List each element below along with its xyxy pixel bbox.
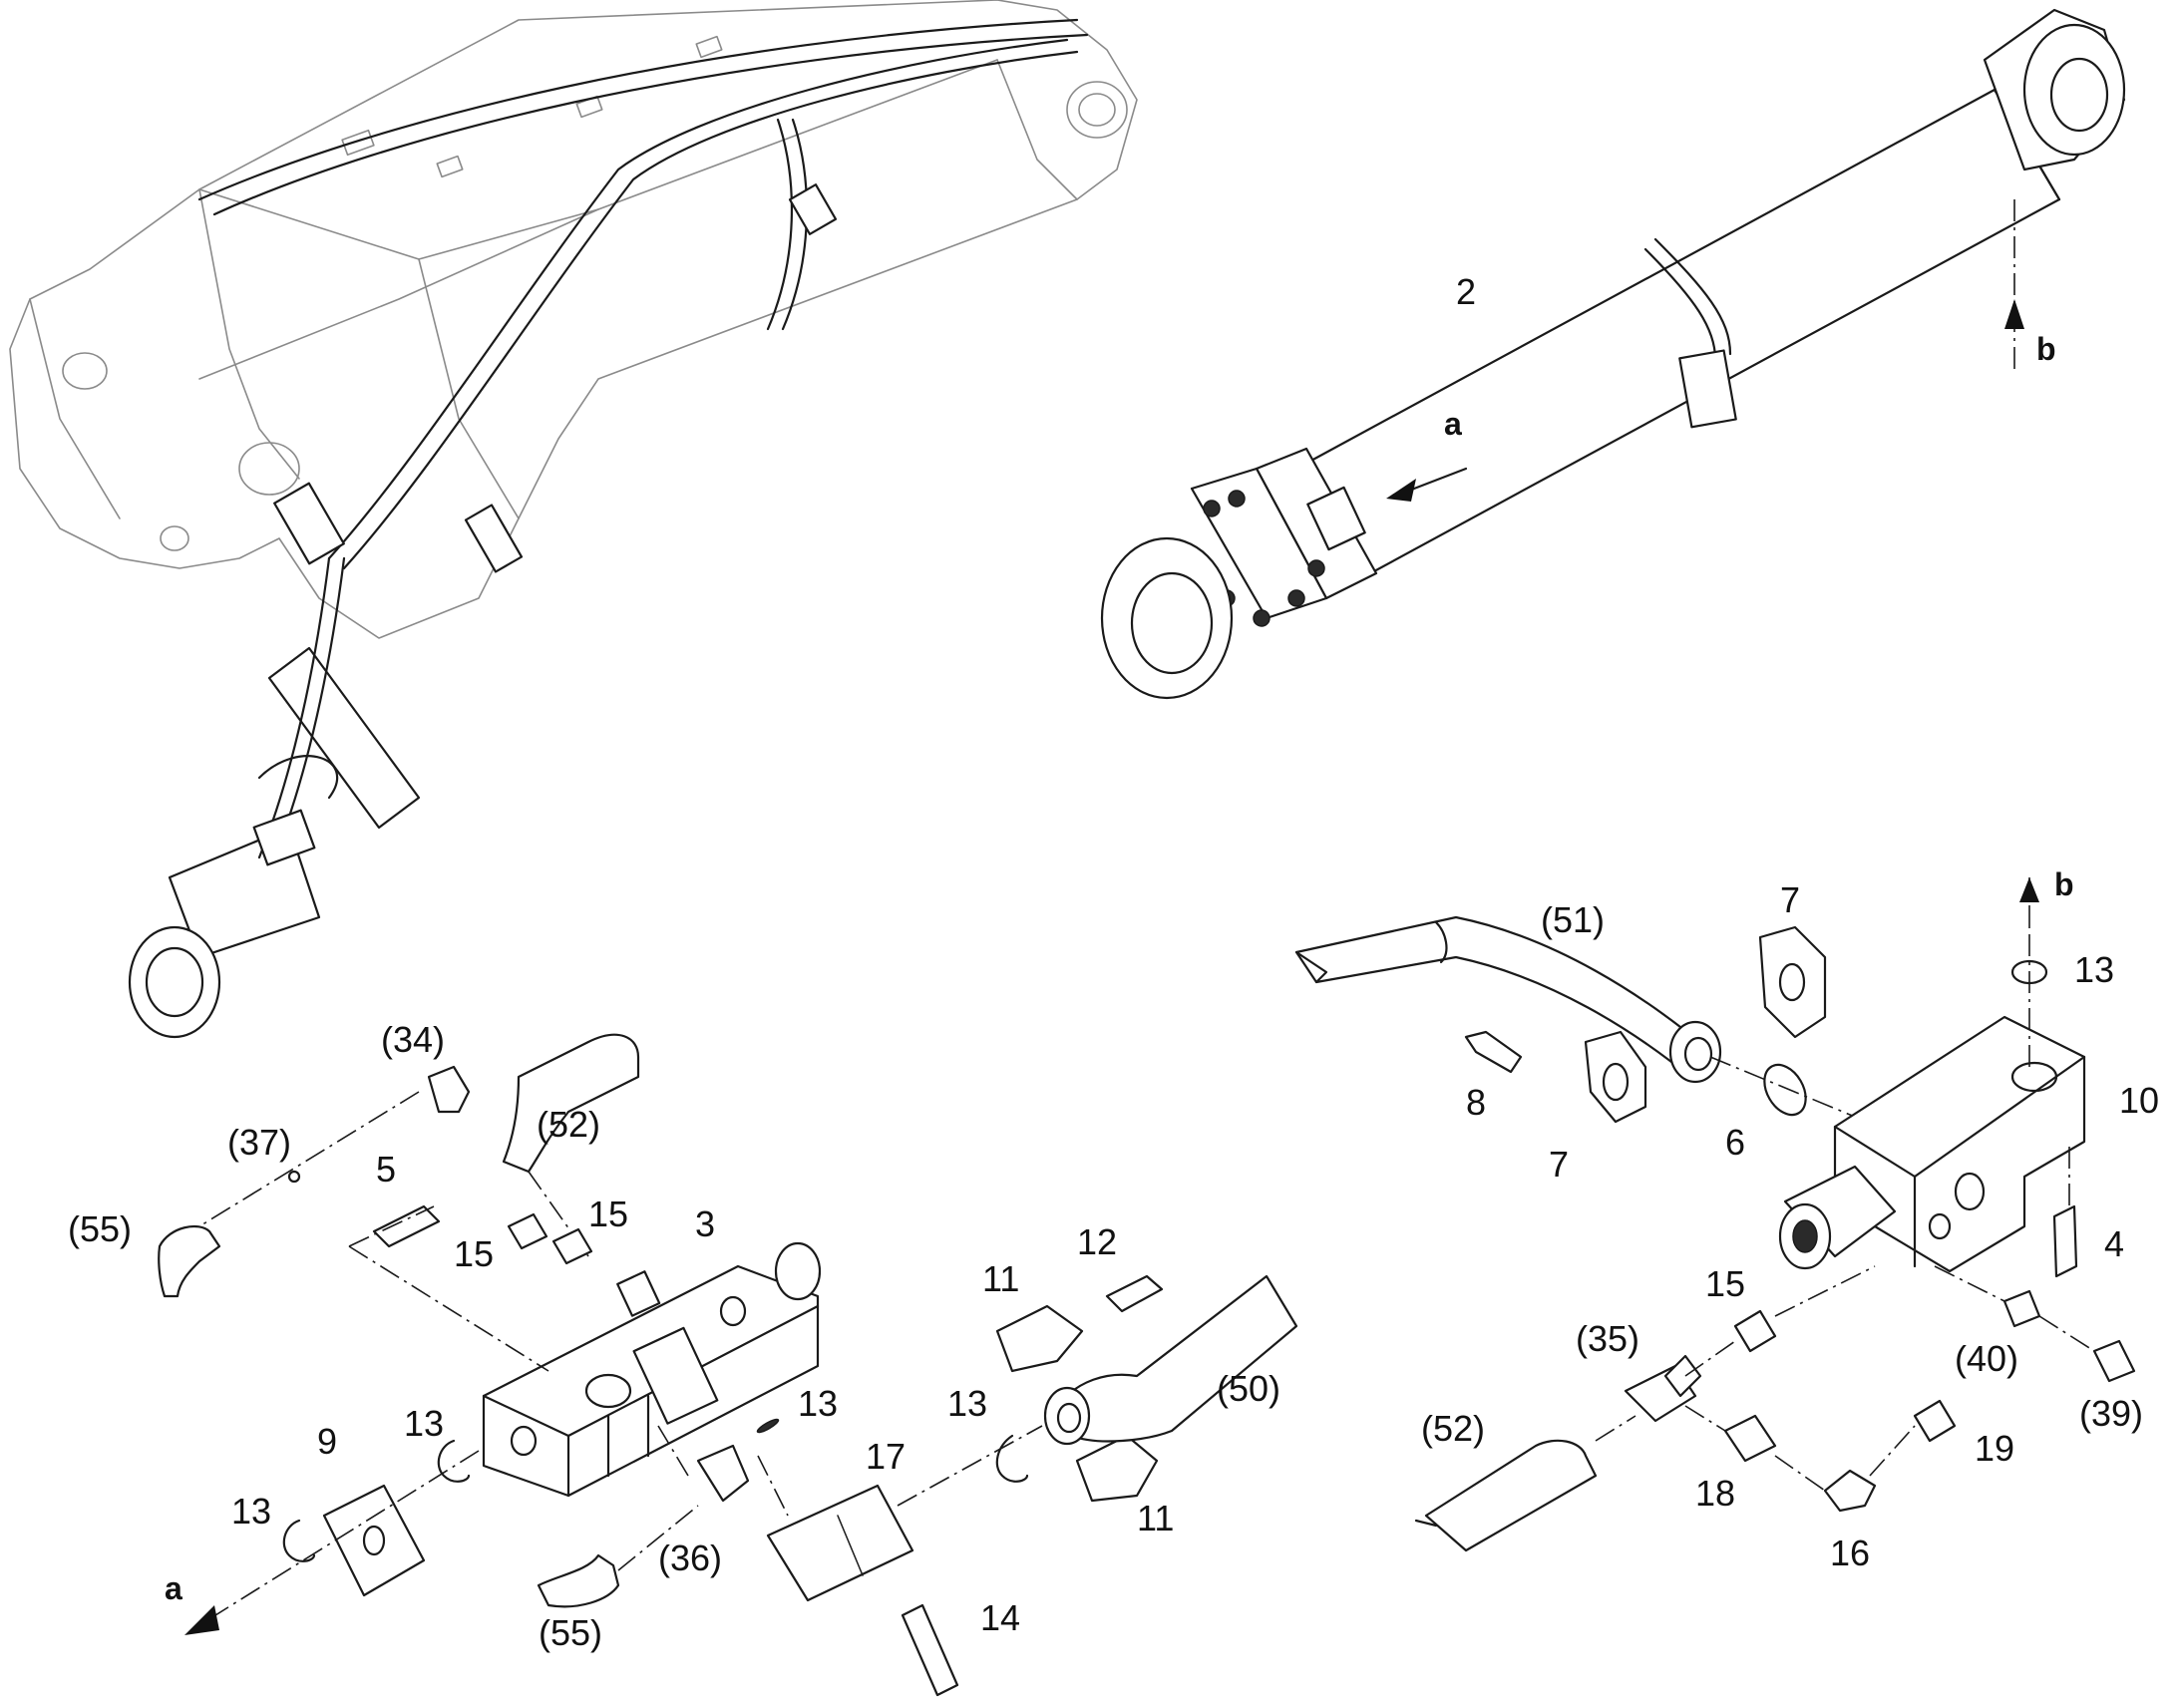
label-a-bottom: a bbox=[165, 1570, 182, 1606]
label-a-top: a bbox=[1444, 406, 1462, 442]
label-55-bottom: (55) bbox=[539, 1612, 602, 1653]
label-51: (51) bbox=[1541, 899, 1605, 940]
label-11-bottom: 11 bbox=[1137, 1498, 1174, 1538]
label-40: (40) bbox=[1955, 1338, 2018, 1379]
label-2: 2 bbox=[1456, 271, 1476, 312]
label-55-top: (55) bbox=[68, 1208, 132, 1249]
label-35: (35) bbox=[1576, 1318, 1639, 1359]
label-37: (37) bbox=[227, 1122, 291, 1163]
valve-subassembly-right bbox=[1294, 877, 2136, 1552]
label-10: 10 bbox=[2119, 1080, 2159, 1121]
label-9: 9 bbox=[317, 1421, 337, 1462]
label-6: 6 bbox=[1725, 1122, 1745, 1163]
label-50: (50) bbox=[1217, 1368, 1280, 1409]
label-52-right: (52) bbox=[1421, 1408, 1485, 1449]
hydraulic-cylinder-2 bbox=[1100, 8, 2126, 700]
label-4: 4 bbox=[2104, 1223, 2124, 1264]
label-13-far-left: 13 bbox=[231, 1491, 271, 1532]
label-12: 12 bbox=[1077, 1221, 1117, 1262]
boom-assembly-drawing bbox=[9, 0, 1138, 1039]
label-36: (36) bbox=[658, 1537, 722, 1578]
label-13-right: 13 bbox=[2074, 949, 2114, 990]
label-b-top: b bbox=[2036, 331, 2056, 367]
label-15-left-a: 15 bbox=[454, 1233, 494, 1274]
label-7a: 7 bbox=[1780, 879, 1800, 920]
label-18: 18 bbox=[1695, 1473, 1735, 1514]
label-39: (39) bbox=[2079, 1393, 2143, 1434]
label-15-right: 15 bbox=[1705, 1263, 1745, 1304]
label-7b: 7 bbox=[1549, 1144, 1569, 1185]
valve-subassembly-left bbox=[158, 1033, 1298, 1697]
label-34: (34) bbox=[381, 1019, 445, 1060]
label-13-mid: 13 bbox=[947, 1383, 987, 1424]
label-19: 19 bbox=[1975, 1428, 2014, 1469]
label-11-top: 11 bbox=[982, 1258, 1019, 1299]
label-8: 8 bbox=[1466, 1082, 1486, 1123]
label-15-left-b: 15 bbox=[588, 1194, 628, 1234]
label-17: 17 bbox=[866, 1436, 906, 1477]
label-14: 14 bbox=[980, 1597, 1020, 1638]
label-b-right: b bbox=[2054, 866, 2074, 902]
label-13-pin: 13 bbox=[798, 1383, 838, 1424]
label-52-left: (52) bbox=[537, 1104, 600, 1145]
part-labels: 2 a b b a (51) 7 7 8 6 10 13 4 15 (35) (… bbox=[68, 271, 2159, 1653]
label-5: 5 bbox=[376, 1149, 396, 1190]
label-16: 16 bbox=[1830, 1533, 1870, 1573]
label-3: 3 bbox=[695, 1203, 715, 1244]
label-13-left: 13 bbox=[404, 1403, 444, 1444]
